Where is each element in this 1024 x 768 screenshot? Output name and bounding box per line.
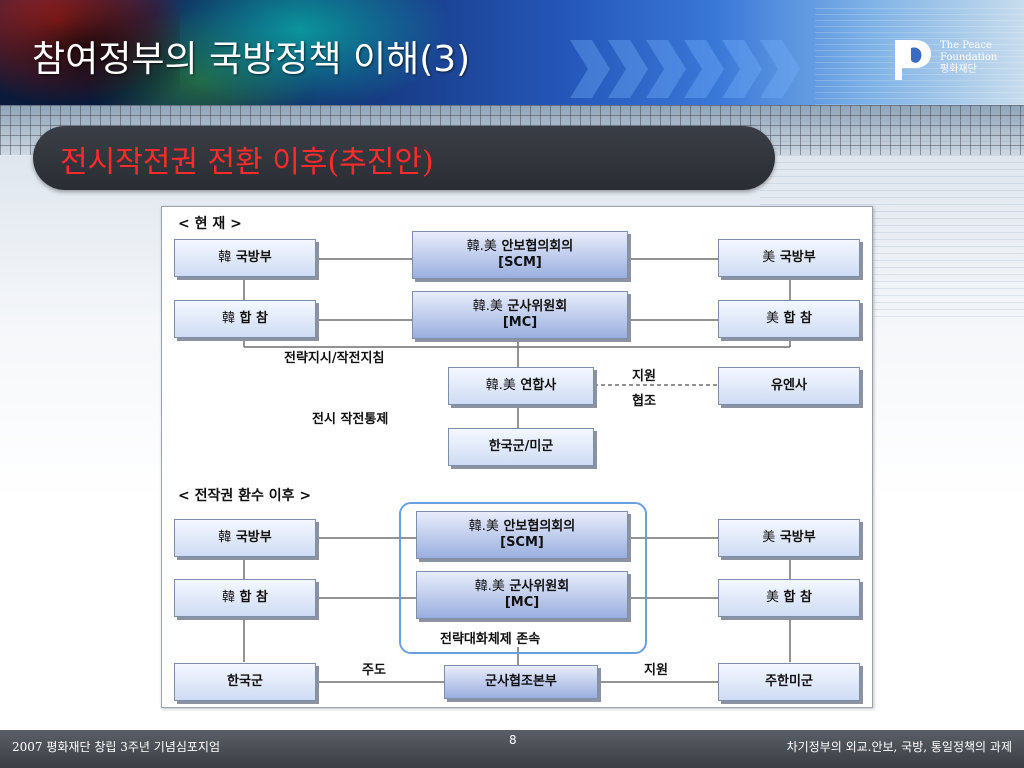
unc-box: 유엔사 xyxy=(718,367,860,405)
box-label: 국방부 xyxy=(235,530,272,545)
box-sub: [MC] xyxy=(504,595,540,610)
box-prefix: 韓.美 xyxy=(474,579,505,594)
box-label: 안보협의회의 xyxy=(501,239,574,254)
box-sub: [SCM] xyxy=(498,255,542,270)
us-mnd-box-after: 美 국방부 xyxy=(718,519,860,557)
dialogue-label: 전략대화체제 존속 xyxy=(440,632,541,647)
box-label: 합 참 xyxy=(783,311,812,326)
banner-shade xyxy=(0,0,180,105)
edge-label-lead: 주도 xyxy=(362,663,386,678)
subtitle-pill xyxy=(33,126,775,190)
slide-subtitle: 전시작전권 전환 이후(추진안) xyxy=(60,145,434,180)
us-jcs-box: 美 합 참 xyxy=(718,300,860,338)
kor-jcs-box-after: 韓 합 참 xyxy=(174,579,316,617)
box-sub: [MC] xyxy=(502,315,538,330)
usfk-box: 주한미군 xyxy=(718,663,860,701)
peace-foundation-logo-icon xyxy=(895,40,931,80)
footer-bar xyxy=(0,730,1024,768)
scm-box: 韓.美 안보협의회의 [SCM] xyxy=(412,231,628,279)
edge-label-support: 지원 xyxy=(632,369,656,384)
kor-army-box: 한국군 xyxy=(174,663,316,701)
cfc-box: 韓.美 연합사 xyxy=(448,367,594,405)
box-label: 합 참 xyxy=(239,311,268,326)
us-mnd-box: 美 국방부 xyxy=(718,239,860,277)
logo-text: The Peace Foundation 평화재단 xyxy=(940,40,997,76)
box-prefix: 韓.美 xyxy=(472,299,503,314)
logo-line-3: 평화재단 xyxy=(940,64,977,75)
chevron-decoration xyxy=(722,40,762,98)
logo-line-2: Foundation xyxy=(940,52,998,63)
box-label: 군사위원회 xyxy=(509,579,570,594)
box-sub: [SCM] xyxy=(500,535,544,550)
box-label: 한국군/미군 xyxy=(488,439,554,454)
box-label: 연합사 xyxy=(520,378,557,393)
section-header-after: < 전작권 환수 이후 > xyxy=(178,488,312,504)
box-prefix: 美 xyxy=(762,250,776,265)
us-jcs-box-after: 美 합 참 xyxy=(718,579,860,617)
box-prefix: 韓 xyxy=(222,311,236,326)
kor-mnd-box: 韓 국방부 xyxy=(174,239,316,277)
slide-title: 참여정부의 국방정책 이해(3) xyxy=(32,39,471,80)
footer-event: 2007 평화재단 창립 3주년 기념심포지엄 xyxy=(12,740,220,754)
chevron-decoration xyxy=(760,40,800,98)
page-number: 8 xyxy=(509,733,517,747)
box-label: 한국군 xyxy=(227,674,263,689)
box-label: 국방부 xyxy=(235,250,272,265)
logo-line-1: The Peace xyxy=(940,40,992,51)
box-prefix: 美 xyxy=(762,530,776,545)
box-prefix: 韓.美 xyxy=(468,519,499,534)
header-banner xyxy=(0,0,1024,105)
scm-box-after: 韓.美 안보협의회의 [SCM] xyxy=(416,511,628,559)
box-prefix: 韓.美 xyxy=(485,378,516,393)
mc-box-after: 韓.美 군사위원회 [MC] xyxy=(416,571,628,619)
chevron-decoration xyxy=(608,40,648,98)
edge-label-coop: 협조 xyxy=(632,394,656,409)
mc-box: 韓.美 군사위원회 [MC] xyxy=(412,291,628,339)
box-prefix: 韓 xyxy=(218,530,232,545)
box-label: 주한미군 xyxy=(765,674,813,689)
box-prefix: 韓.美 xyxy=(466,239,497,254)
forces-box: 한국군/미군 xyxy=(448,428,594,466)
box-label: 안보협의회의 xyxy=(503,519,576,534)
strategic-dialogue-frame xyxy=(399,502,647,654)
edge-label-wartime: 전시 작전통제 xyxy=(312,412,389,427)
box-label: 군사협조본부 xyxy=(485,674,557,689)
section-header-current: < 현 재 > xyxy=(178,216,242,232)
edge-label-strategic: 전략지시/작전지침 xyxy=(284,351,385,366)
box-label: 합 참 xyxy=(783,590,812,605)
chevron-decoration xyxy=(570,40,610,98)
box-label: 군사위원회 xyxy=(507,299,568,314)
box-label: 국방부 xyxy=(779,530,816,545)
box-label: 유엔사 xyxy=(771,378,807,393)
box-prefix: 韓 xyxy=(222,590,236,605)
box-prefix: 美 xyxy=(766,311,780,326)
connector-lines xyxy=(243,258,791,683)
footer-topic: 차기정부의 외교.안보, 국방, 통일정책의 과제 xyxy=(786,740,1012,754)
mcc-box: 군사협조본부 xyxy=(444,665,598,699)
edge-label-support-after: 지원 xyxy=(644,663,668,678)
chevron-decoration xyxy=(646,40,686,98)
box-prefix: 韓 xyxy=(218,250,232,265)
kor-mnd-box-after: 韓 국방부 xyxy=(174,519,316,557)
box-prefix: 美 xyxy=(766,590,780,605)
kor-jcs-box: 韓 합 참 xyxy=(174,300,316,338)
chevron-decoration xyxy=(684,40,724,98)
box-label: 합 참 xyxy=(239,590,268,605)
command-structure-diagram: < 현 재 > 韓 국방부 韓.美 안보협의회의 [SCM] 美 국방부 韓 합… xyxy=(161,206,873,708)
box-label: 국방부 xyxy=(779,250,816,265)
